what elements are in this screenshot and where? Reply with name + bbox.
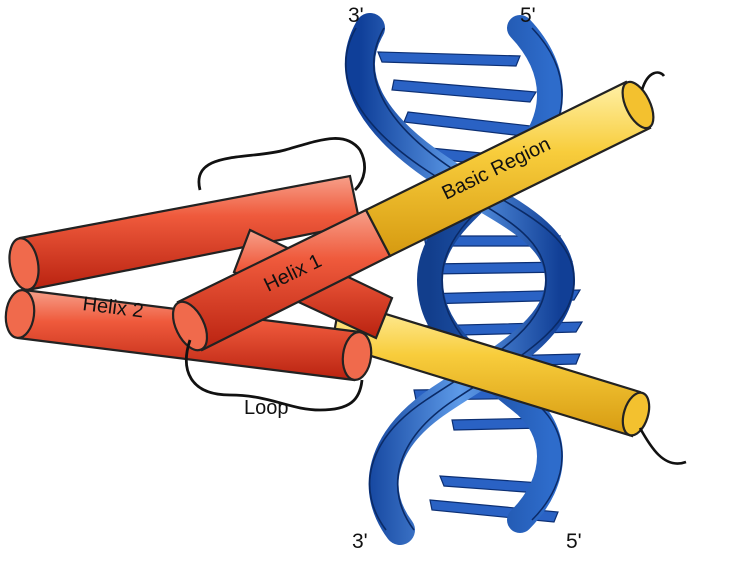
label-dna-bottom-right: 5' <box>566 530 582 553</box>
basic-region-cylinder <box>364 71 666 258</box>
label-dna-top-right: 5' <box>520 4 536 27</box>
tail-upper-right <box>640 71 666 91</box>
label-dna-bottom-left: 3' <box>352 530 368 553</box>
tail-lower-right <box>638 427 687 465</box>
basic-region-lower-cylinder <box>330 298 687 465</box>
label-dna-top-left: 3' <box>348 4 364 27</box>
dna-double-helix <box>344 13 584 545</box>
helix-1 <box>171 208 392 352</box>
loop-wire-top <box>197 137 366 191</box>
label-loop: Loop <box>244 397 289 419</box>
loop-wire-bottom <box>185 339 364 412</box>
dna-front-strand <box>344 13 576 545</box>
